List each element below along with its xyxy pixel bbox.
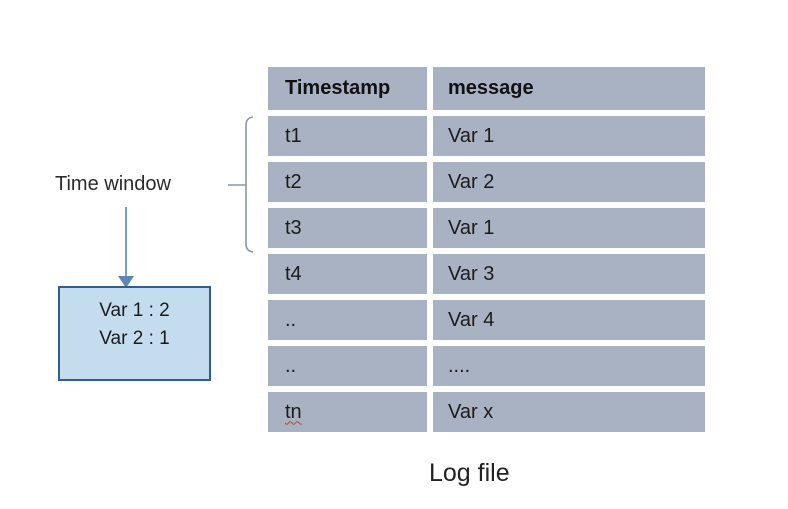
log-table: Timestamp message t1 Var 1 t2 Var 2 t3 V… [268, 67, 705, 438]
timestamp-cell: .. [268, 346, 427, 386]
table-row: .. .... [268, 346, 705, 386]
table-row: t1 Var 1 [268, 116, 705, 156]
table-row: t3 Var 1 [268, 208, 705, 248]
summary-box: Var 1 : 2 Var 2 : 1 [58, 286, 211, 381]
table-row: tn Var x [268, 392, 705, 432]
message-cell: Var 1 [433, 208, 705, 248]
timestamp-cell: t2 [268, 162, 427, 202]
message-cell: Var 4 [433, 300, 705, 340]
time-window-bracket [228, 116, 254, 253]
timestamp-cell: t4 [268, 254, 427, 294]
message-cell: Var 2 [433, 162, 705, 202]
table-header-row: Timestamp message [268, 67, 705, 110]
summary-line: Var 1 : 2 [99, 300, 170, 321]
timestamp-cell: t1 [268, 116, 427, 156]
table-row: t2 Var 2 [268, 162, 705, 202]
summary-line: Var 2 : 1 [99, 327, 170, 349]
timestamp-cell: .. [268, 300, 427, 340]
message-cell: Var 1 [433, 116, 705, 156]
down-arrow [118, 207, 134, 288]
timestamp-cell: tn [268, 392, 427, 432]
message-cell: Var 3 [433, 254, 705, 294]
timestamp-cell: t3 [268, 208, 427, 248]
log-file-caption: Log file [429, 459, 510, 487]
time-window-label: Time window [55, 173, 171, 195]
column-header-message: message [433, 67, 705, 110]
message-cell: .... [433, 346, 705, 386]
message-cell: Var x [433, 392, 705, 432]
column-header-timestamp: Timestamp [268, 67, 427, 110]
table-row: .. Var 4 [268, 300, 705, 340]
table-row: t4 Var 3 [268, 254, 705, 294]
